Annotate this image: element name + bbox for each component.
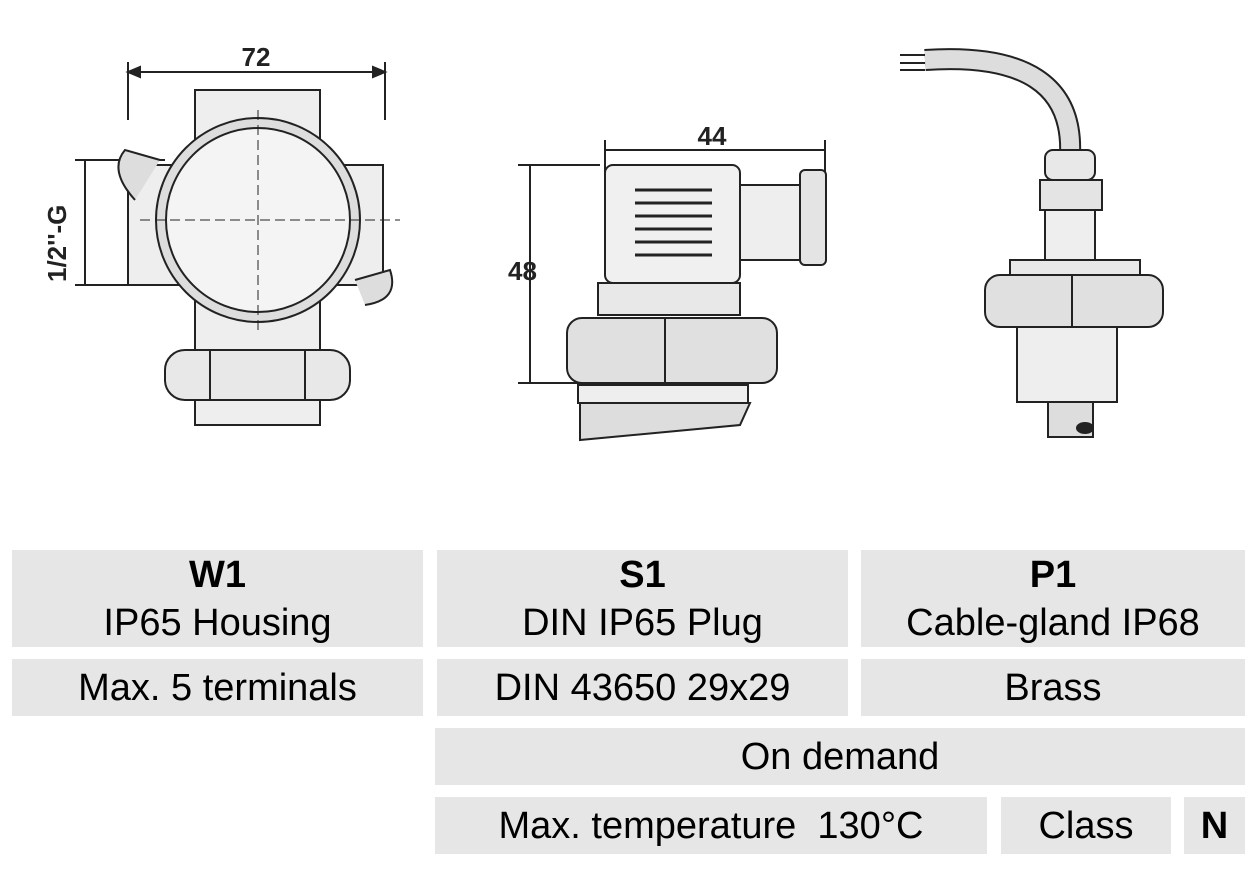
w1-width-dimension: 72: [242, 42, 271, 72]
w1-header-cell: W1 IP65 Housing: [12, 550, 423, 647]
class-value-cell: N: [1184, 797, 1245, 854]
w1-name: IP65 Housing: [103, 601, 332, 644]
class-label-cell: Class: [1001, 797, 1171, 854]
s1-header-cell: S1 DIN IP65 Plug: [437, 550, 848, 647]
on-demand-cell: On demand: [435, 728, 1245, 785]
p1-cable-gland-drawing: [900, 48, 1164, 438]
w1-housing-drawing: 72 1/2''-G: [42, 42, 400, 426]
s1-din-plug-drawing: 44 48: [508, 121, 827, 442]
p1-code: P1: [1029, 553, 1077, 596]
p1-name: Cable-gland IP68: [906, 601, 1200, 644]
s1-height-dimension: 48: [508, 256, 537, 286]
w1-code: W1: [189, 553, 246, 596]
connection-drawings: 72 1/2''-G 44 48: [42, 42, 1164, 442]
w1-detail-cell: Max. 5 terminals: [12, 659, 423, 716]
p1-detail-cell: Brass: [861, 659, 1245, 716]
s1-name: DIN IP65 Plug: [522, 601, 763, 644]
max-temperature-cell: Max. temperature 130°C: [435, 797, 987, 854]
s1-width-dimension: 44: [698, 121, 727, 151]
s1-code: S1: [619, 553, 666, 596]
w1-thread-dimension: 1/2''-G: [42, 205, 72, 282]
p1-header-cell: P1 Cable-gland IP68: [861, 550, 1245, 647]
s1-detail-cell: DIN 43650 29x29: [437, 659, 848, 716]
